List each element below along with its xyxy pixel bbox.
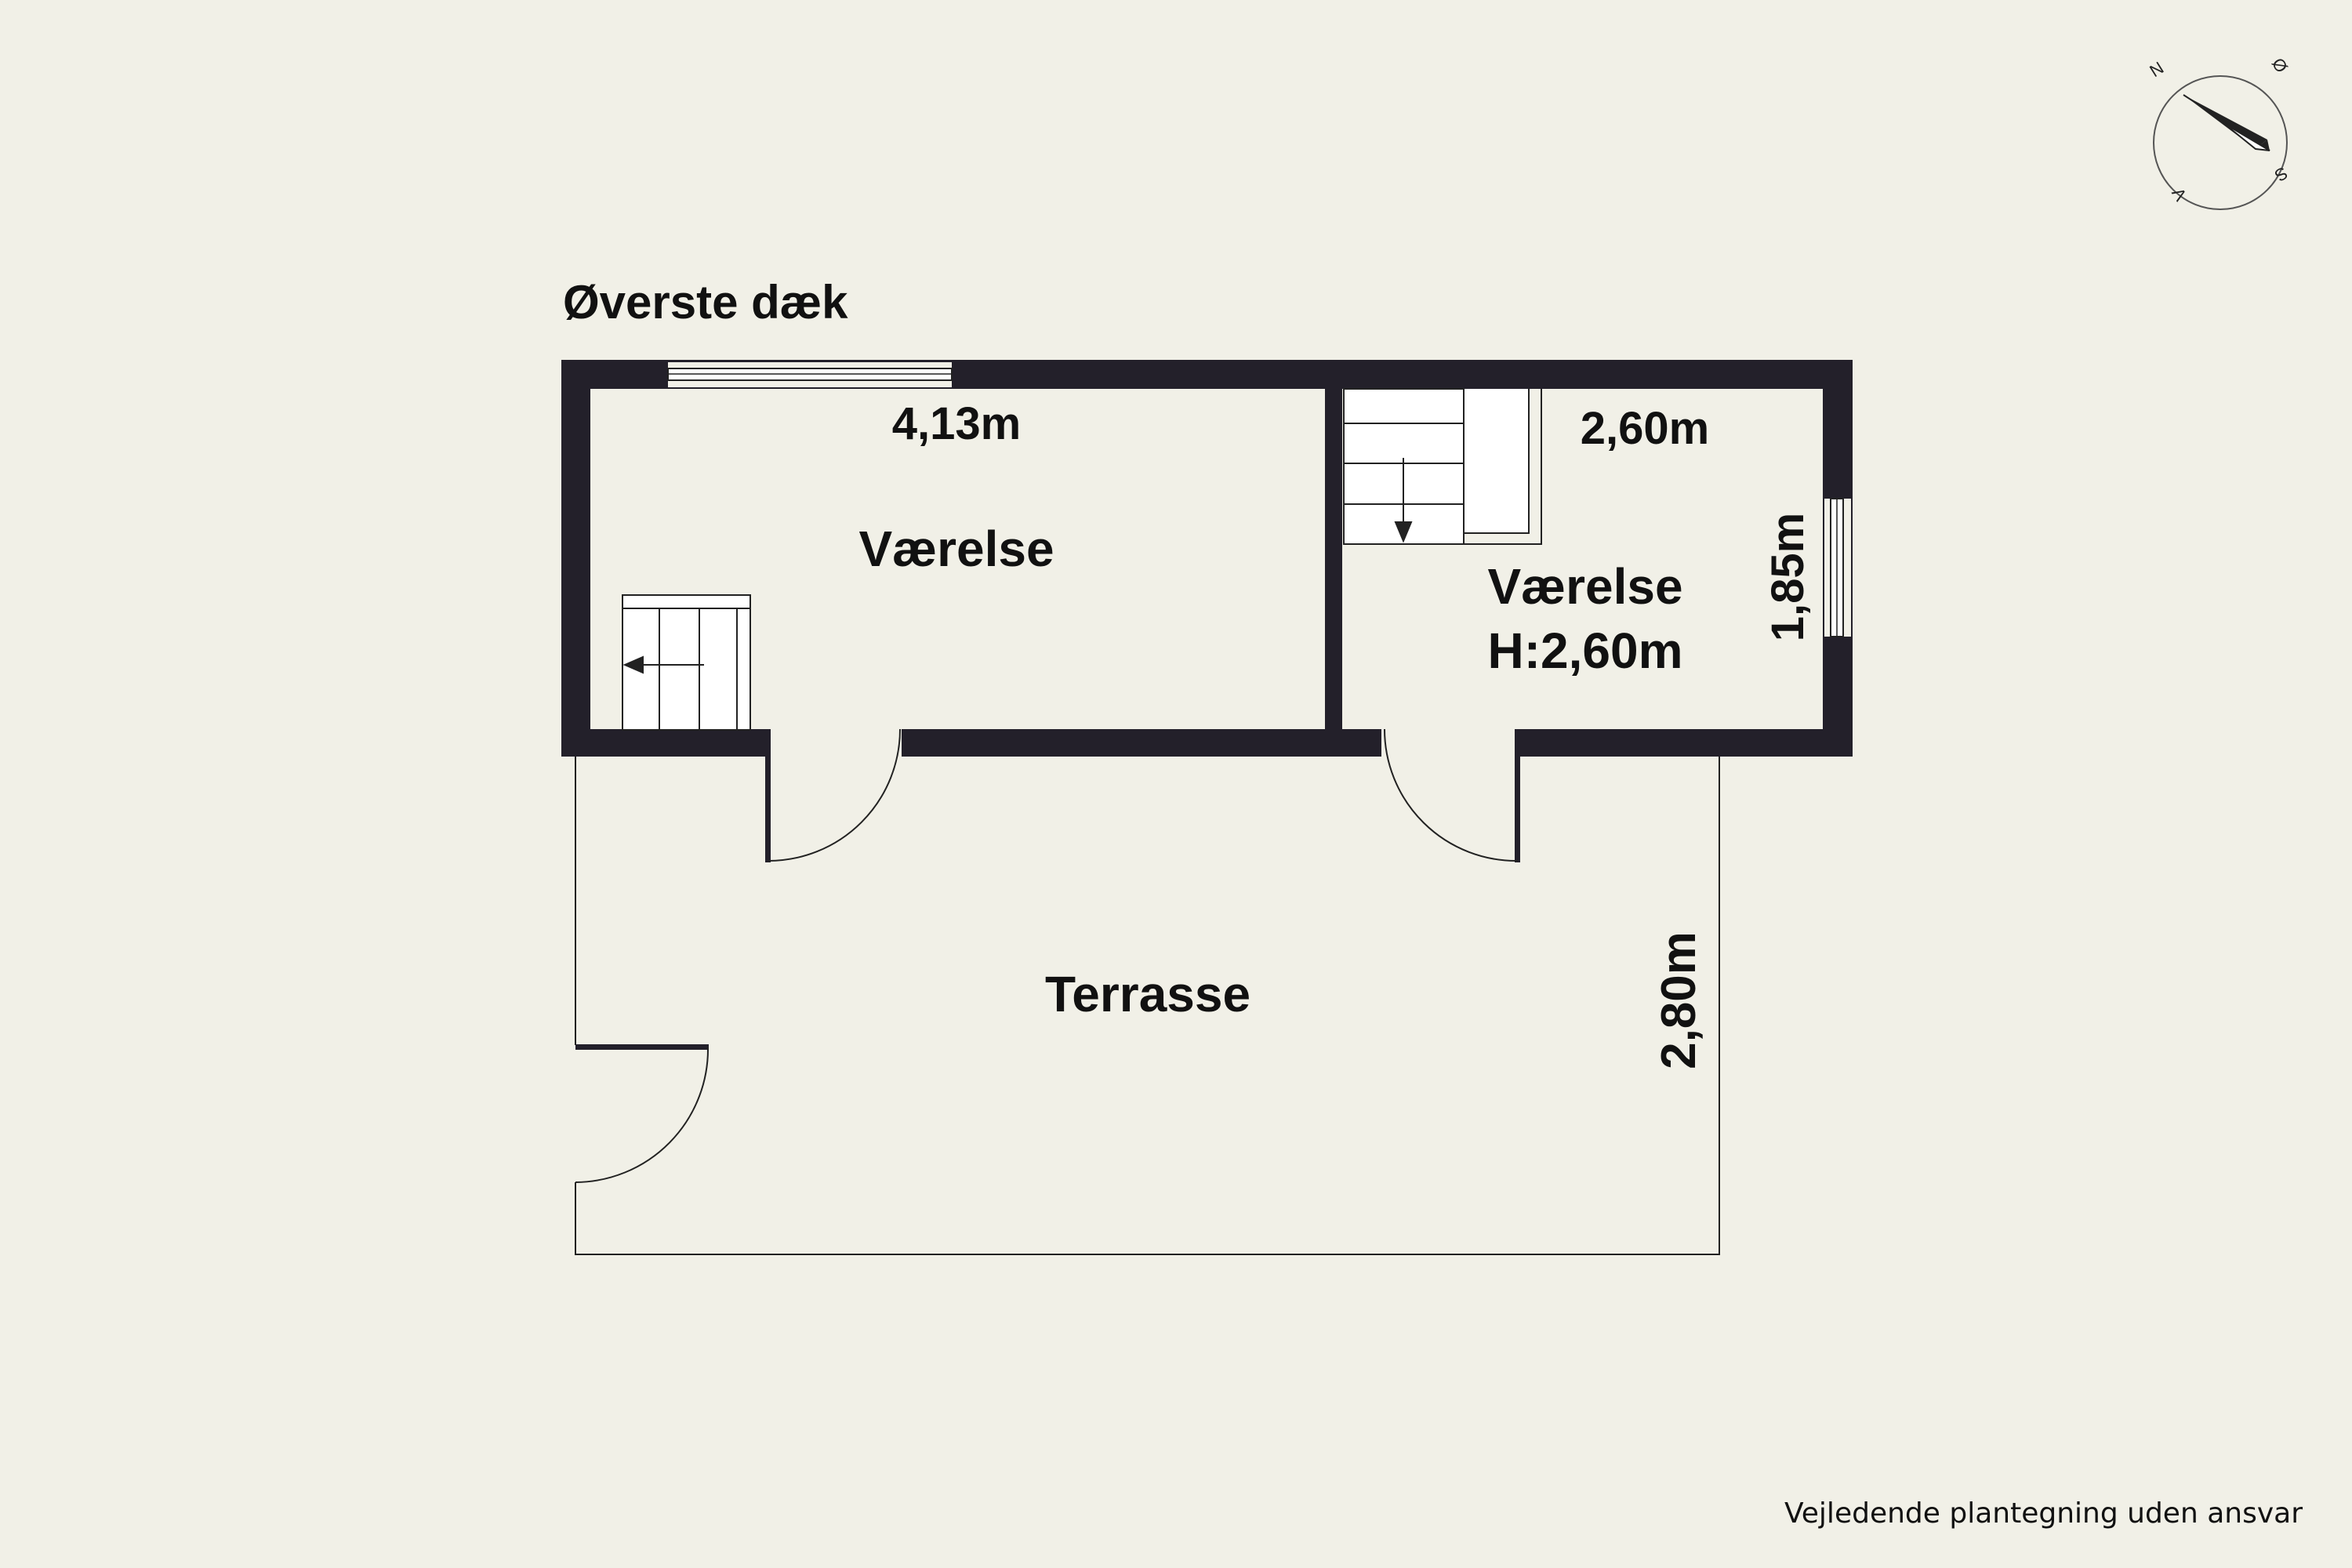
door-right-room (1384, 728, 1520, 862)
compass-north-label: N (2146, 58, 2167, 82)
stairs-left (622, 594, 751, 731)
plan-title: Øverste dæk (563, 276, 848, 328)
compass-icon: N Ø S V (2146, 54, 2292, 210)
disclaimer-text: Vejledende plantegning uden ansvar (1784, 1497, 2303, 1530)
left-room-name: Værelse (858, 521, 1054, 577)
terrace-door (575, 1044, 710, 1183)
door-left-room (765, 728, 901, 862)
terrace-name: Terrasse (1045, 966, 1250, 1022)
compass-east-label: Ø (2268, 54, 2292, 76)
window-right (1824, 498, 1851, 637)
right-room-name: Værelse (1487, 558, 1682, 615)
stairs-right (1343, 388, 1542, 545)
right-room-depth: 1,85m (1762, 513, 1813, 641)
right-room-height: H:2,60m (1488, 622, 1683, 679)
right-room-width: 2,60m (1581, 403, 1709, 454)
terrace-dimension: 2,80m (1652, 931, 1706, 1069)
window-top (667, 362, 953, 387)
left-room-dimension: 4,13m (892, 398, 1021, 449)
terrace-outline (575, 757, 1720, 1255)
